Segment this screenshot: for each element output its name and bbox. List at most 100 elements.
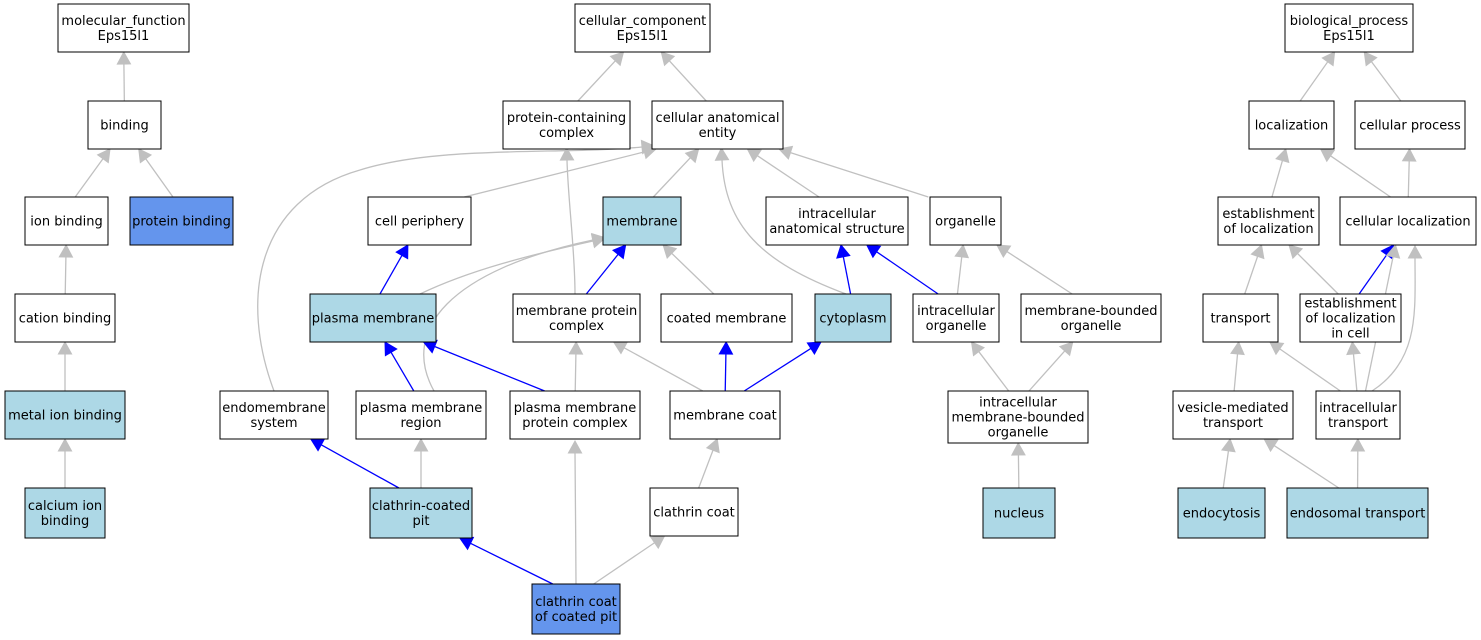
edge-protein-containing-complex-to-cc: [577, 51, 625, 102]
edge-intracellular-organelle-to-organelle: [954, 243, 970, 295]
node-cellular-localization[interactable]: cellular localization: [1339, 196, 1477, 246]
edge-binding-to-mf: [116, 50, 132, 102]
edges-layer: [57, 50, 1423, 585]
node-label: anatomical structure: [769, 222, 904, 237]
node-label: establishment: [1222, 207, 1314, 222]
edge-protein-binding-to-binding: [138, 148, 174, 198]
edge-line: [574, 353, 577, 392]
node-label: intracellular: [1319, 401, 1397, 416]
edge-arrowhead: [1275, 148, 1290, 164]
edge-intracellular-transport-to-establishment-of-localization-in-cell: [1346, 340, 1361, 392]
node-box: [947, 390, 1089, 444]
node-nucleus[interactable]: nucleus: [982, 487, 1056, 539]
node-label: complex: [549, 319, 604, 334]
edge-line: [1352, 353, 1358, 392]
node-box: [814, 293, 892, 343]
edge-arrowhead: [865, 244, 882, 259]
edge-line: [566, 159, 576, 295]
node-endocytosis[interactable]: endocytosis: [1177, 487, 1266, 539]
node-cell-periphery[interactable]: cell periphery: [367, 196, 472, 246]
node-label: entity: [699, 126, 737, 141]
node-box: [1286, 487, 1429, 539]
node-label: coated membrane: [667, 312, 787, 327]
node-box: [355, 390, 487, 440]
node-label: cytoplasm: [819, 312, 886, 327]
node-label: membrane: [606, 215, 677, 230]
edge-arrowhead: [568, 340, 584, 355]
node-plasma-membrane[interactable]: plasma membrane: [309, 293, 437, 343]
node-ion-binding[interactable]: ion binding: [24, 196, 109, 246]
node-protein-binding[interactable]: protein binding: [129, 196, 234, 246]
node-organelle[interactable]: organelle: [929, 196, 1002, 246]
edge-plasma-membrane-protein-complex-to-plasma-membrane: [422, 339, 545, 392]
node-endosomal-transport[interactable]: endosomal transport: [1286, 487, 1429, 539]
edge-line: [434, 345, 545, 392]
node-clathrin-coat[interactable]: clathrin coat: [649, 487, 739, 537]
edge-membrane-coat-to-coated-membrane: [718, 340, 734, 392]
edge-arrowhead: [1250, 244, 1265, 260]
node-binding[interactable]: binding: [87, 100, 162, 150]
node-label: in cell: [1331, 327, 1369, 342]
node-coated-membrane[interactable]: coated membrane: [660, 293, 793, 343]
edge-ion-binding-to-binding: [74, 148, 111, 198]
edge-arrowhead: [1319, 148, 1336, 163]
node-cytoplasm[interactable]: cytoplasm: [814, 293, 892, 343]
edge-line: [1371, 257, 1416, 392]
node-label: Eps15l1: [98, 29, 150, 44]
edge-line: [668, 60, 707, 102]
edge-endosomal-transport-to-intracellular-transport: [1350, 437, 1366, 489]
edge-cellular-localization-to-cellular-process: [1401, 147, 1417, 198]
node-label: protein binding: [132, 215, 231, 230]
edge-line: [652, 157, 691, 198]
node-box: [1284, 3, 1414, 53]
node-label: organelle: [1061, 319, 1122, 334]
node-label: complex: [539, 126, 594, 141]
node-box: [602, 196, 682, 246]
edge-line: [1279, 348, 1341, 392]
node-box: [651, 100, 784, 150]
edge-arrowhead: [1230, 340, 1245, 356]
edge-line: [1330, 155, 1391, 198]
node-label: binding: [41, 514, 89, 529]
node-cation-binding[interactable]: cation binding: [14, 293, 116, 343]
node-box: [929, 196, 1002, 246]
node-box: [502, 100, 631, 150]
edge-transport-to-establishment-of-localization: [1244, 244, 1265, 295]
node-label: biological_process: [1290, 14, 1409, 29]
node-transport[interactable]: transport: [1202, 293, 1279, 343]
node-membrane[interactable]: membrane: [602, 196, 682, 246]
node-box: [1217, 196, 1320, 246]
edge-line: [577, 60, 616, 102]
edge-line: [842, 256, 852, 295]
node-box: [531, 583, 621, 635]
node-metal-ion-binding[interactable]: metal ion binding: [4, 390, 126, 440]
edge-intracellular-transport-to-transport: [1269, 341, 1341, 392]
edge-arrowhead: [395, 244, 409, 260]
node-membrane-coat[interactable]: membrane coat: [669, 390, 781, 440]
node-localization[interactable]: localization: [1248, 100, 1335, 150]
edge-line: [721, 159, 847, 295]
edge-line: [64, 256, 67, 295]
edge-arrowhead: [611, 244, 627, 260]
node-cellular-process[interactable]: cellular process: [1354, 100, 1466, 150]
